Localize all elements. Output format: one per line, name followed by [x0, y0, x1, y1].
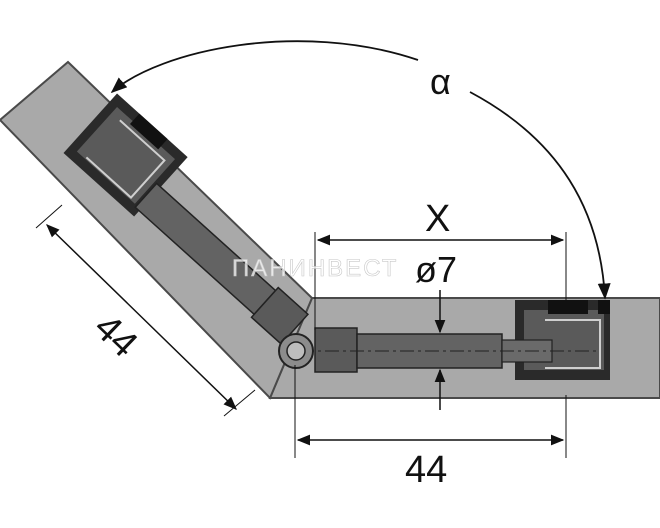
- angle-label: α: [430, 61, 451, 102]
- left-length-dimension: [35, 204, 256, 417]
- right-hinge-arm: [300, 327, 600, 373]
- bottom-length-dimension: [294, 365, 567, 458]
- pivot-joint: [278, 333, 314, 369]
- angle-arc-right: [469, 91, 611, 300]
- x-dimension: [314, 232, 567, 330]
- x-label: X: [425, 198, 450, 240]
- bottom-length-label: 44: [405, 449, 447, 491]
- left-length-label: 44: [86, 306, 146, 366]
- angle-arc: [110, 40, 419, 94]
- diameter-label: ø7: [415, 249, 457, 290]
- left-panel: [0, 60, 314, 400]
- watermark: ПАНИНВЕСТ: [232, 255, 398, 282]
